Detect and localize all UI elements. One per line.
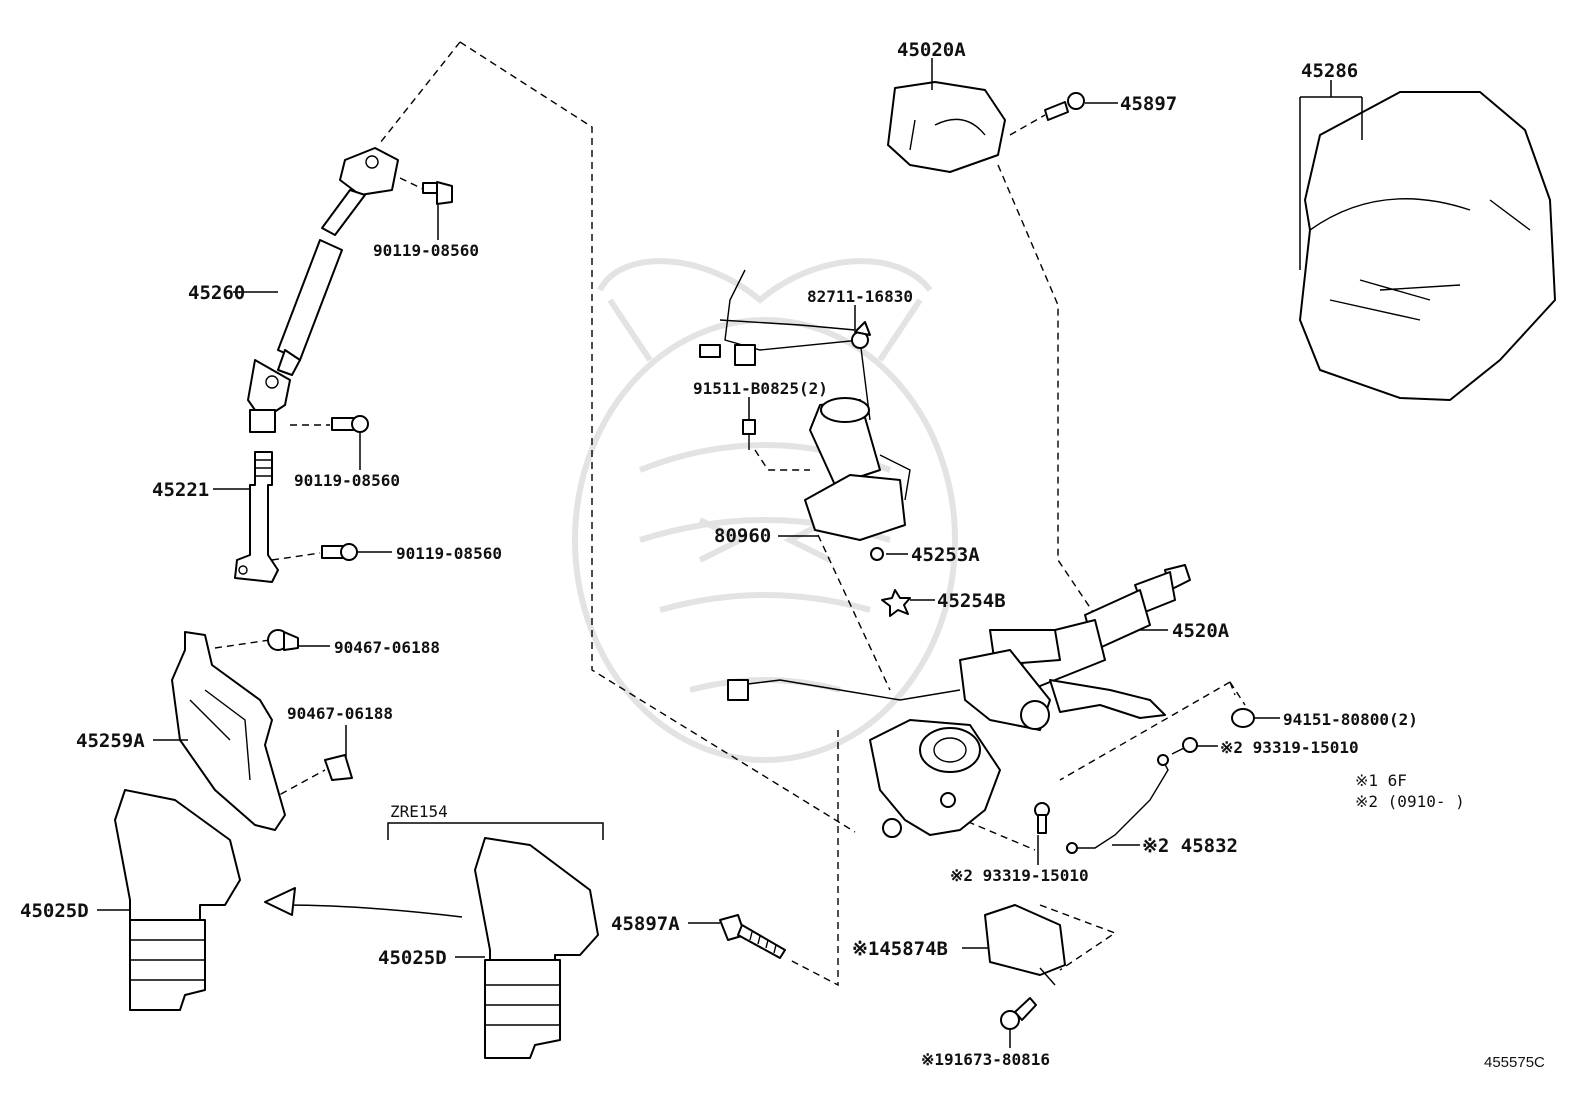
zre154-bracket (387, 822, 604, 840)
module-145874B[interactable] (984, 904, 1066, 986)
star-45254B[interactable] (881, 589, 911, 617)
note-2: ※2 (0910- ) (1355, 792, 1465, 811)
shaft-cover-45025D-left[interactable] (114, 789, 241, 1011)
label-90119-a[interactable]: 90119-08560 (373, 241, 479, 260)
diagram-reference: 455575C (1484, 1054, 1545, 1071)
bolt-93319-a[interactable] (1171, 737, 1198, 755)
bolt-90119-a[interactable] (422, 181, 453, 205)
label-80960[interactable]: 80960 (714, 525, 771, 547)
note-1: ※1 6F (1355, 771, 1407, 790)
bolt-90119-b[interactable] (331, 415, 369, 433)
cover-45286[interactable] (1299, 91, 1556, 401)
label-45253A[interactable]: 45253A (911, 544, 980, 566)
label-94151[interactable]: 94151-80800(2) (1283, 710, 1418, 729)
bolt-45897A[interactable] (719, 914, 786, 959)
part-labels: 45020A 45897 45286 90119-08560 45260 827… (20, 39, 1545, 1071)
label-90467-b[interactable]: 90467-06188 (287, 704, 393, 723)
screw-45897[interactable] (1044, 92, 1085, 121)
label-91511[interactable]: 91511-B0825(2) (693, 379, 828, 398)
bolt-191673[interactable] (1000, 997, 1037, 1030)
label-45020A[interactable]: 45020A (897, 39, 966, 61)
column-assembly-4520A[interactable] (727, 564, 1191, 838)
label-145874B[interactable]: ※145874B (852, 938, 948, 960)
label-45260[interactable]: 45260 (188, 282, 245, 304)
label-82711[interactable]: 82711-16830 (807, 287, 913, 306)
label-4520A[interactable]: 4520A (1172, 620, 1230, 642)
motor-80960[interactable] (699, 269, 911, 541)
bolt-90119-c[interactable] (321, 543, 358, 561)
shaft-cover-45025D-right[interactable] (474, 837, 599, 1059)
wire-45832[interactable] (1066, 754, 1169, 854)
label-90467-a[interactable]: 90467-06188 (334, 638, 440, 657)
label-45832[interactable]: ※2 45832 (1142, 835, 1238, 857)
label-45897[interactable]: 45897 (1120, 93, 1177, 115)
leader-lines (97, 58, 1363, 1048)
washer-94151[interactable] (1231, 708, 1255, 728)
label-45286[interactable]: 45286 (1301, 60, 1358, 82)
label-45254B[interactable]: 45254B (937, 590, 1006, 612)
label-45259A[interactable]: 45259A (76, 730, 145, 752)
label-45897A[interactable]: 45897A (611, 913, 680, 935)
lower-shaft-45221[interactable] (234, 451, 279, 583)
label-45221[interactable]: 45221 (152, 479, 209, 501)
label-45025D-left[interactable]: 45025D (20, 900, 89, 922)
label-90119-b[interactable]: 90119-08560 (294, 471, 400, 490)
bolt-93319-b[interactable] (1034, 802, 1050, 834)
clip-90467-a[interactable] (267, 629, 299, 651)
cover-45259A[interactable] (171, 631, 286, 831)
label-93319-a[interactable]: ※2 93319-15010 (1220, 738, 1359, 757)
clamp-82711[interactable] (851, 321, 871, 349)
arrow-left (264, 887, 463, 918)
watermark-emblem (572, 258, 958, 763)
intermediate-shaft-45260[interactable] (247, 147, 399, 433)
label-191673[interactable]: ※191673-80816 (921, 1050, 1050, 1069)
label-zre154: ZRE154 (390, 802, 448, 821)
nut-45253A[interactable] (870, 547, 884, 561)
clip-90467-b[interactable] (324, 754, 353, 781)
cover-45020A[interactable] (887, 81, 1006, 173)
label-90119-c[interactable]: 90119-08560 (396, 544, 502, 563)
label-45025D-right[interactable]: 45025D (378, 947, 447, 969)
label-93319-b[interactable]: ※2 93319-15010 (950, 866, 1089, 885)
